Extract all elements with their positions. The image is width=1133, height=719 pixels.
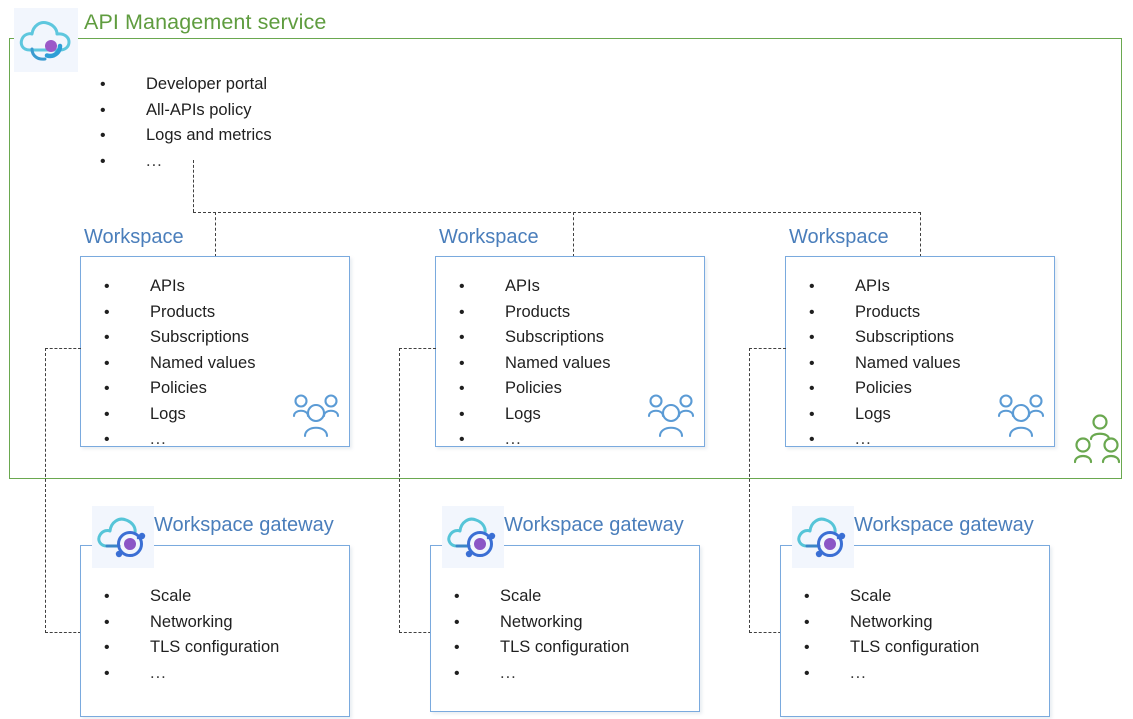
workspace-gateway-3-bullet-list: Scale Networking TLS configuration ... xyxy=(788,584,979,686)
workspace-people-icon xyxy=(996,392,1046,440)
list-item: APIs xyxy=(793,274,960,300)
connector-ws1-left xyxy=(45,348,81,349)
workspace-people-icon xyxy=(646,392,696,440)
workspace-2-title: Workspace xyxy=(439,226,539,248)
connector-ws3-to-gateway xyxy=(749,632,786,633)
workspace-3-bullet-list: APIs Products Subscriptions Named values… xyxy=(793,274,960,453)
workspace-gateway-2-title: Workspace gateway xyxy=(504,514,684,536)
list-item: Developer portal xyxy=(84,72,272,98)
list-item: Networking xyxy=(788,610,979,636)
connector-to-workspace-2 xyxy=(573,212,574,257)
workspace-3-title: Workspace xyxy=(789,226,889,248)
list-item: APIs xyxy=(443,274,610,300)
list-item: ... xyxy=(88,427,255,453)
connector-ws3-down xyxy=(749,348,750,633)
list-item: Policies xyxy=(443,376,610,402)
api-management-cloud-icon xyxy=(14,8,78,72)
workspace-1-bullet-list: APIs Products Subscriptions Named values… xyxy=(88,274,255,453)
list-item: Policies xyxy=(88,376,255,402)
list-item: Subscriptions xyxy=(88,325,255,351)
list-item: ... xyxy=(793,427,960,453)
list-item: Logs xyxy=(88,402,255,428)
list-item: Named values xyxy=(443,351,610,377)
list-item: Subscriptions xyxy=(443,325,610,351)
workspace-gateway-3-title: Workspace gateway xyxy=(854,514,1034,536)
list-item: All-APIs policy xyxy=(84,98,272,124)
list-item: Named values xyxy=(88,351,255,377)
list-item: Logs xyxy=(793,402,960,428)
connector-ws3-left xyxy=(749,348,786,349)
workspace-gateway-2-bullet-list: Scale Networking TLS configuration ... xyxy=(438,584,629,686)
connector-ws2-to-gateway xyxy=(399,632,436,633)
service-bullet-list: Developer portal All-APIs policy Logs an… xyxy=(84,72,272,174)
workspace-gateway-1-title: Workspace gateway xyxy=(154,514,334,536)
list-item: Subscriptions xyxy=(793,325,960,351)
list-item: Products xyxy=(793,300,960,326)
list-item: Products xyxy=(443,300,610,326)
list-item: ... xyxy=(84,149,272,175)
workspace-gateway-cloud-icon xyxy=(792,506,854,568)
workspace-gateway-cloud-icon xyxy=(92,506,154,568)
list-item: Named values xyxy=(793,351,960,377)
list-item: TLS configuration xyxy=(438,635,629,661)
connector-to-workspace-1 xyxy=(215,212,216,257)
workspace-1-title: Workspace xyxy=(84,226,184,248)
list-item: TLS configuration xyxy=(88,635,279,661)
list-item: ... xyxy=(88,661,279,687)
connector-to-workspace-3 xyxy=(920,212,921,257)
connector-ws1-to-gateway xyxy=(45,632,81,633)
workspace-2-bullet-list: APIs Products Subscriptions Named values… xyxy=(443,274,610,453)
list-item: Scale xyxy=(438,584,629,610)
workspace-gateway-cloud-icon xyxy=(442,506,504,568)
list-item: Networking xyxy=(88,610,279,636)
connector-ws2-down xyxy=(399,348,400,633)
list-item: TLS configuration xyxy=(788,635,979,661)
workspace-gateway-1-bullet-list: Scale Networking TLS configuration ... xyxy=(88,584,279,686)
connector-ws1-down xyxy=(45,348,46,633)
list-item: Products xyxy=(88,300,255,326)
list-item: Logs xyxy=(443,402,610,428)
service-title: API Management service xyxy=(84,10,327,34)
connector-ws2-left xyxy=(399,348,436,349)
list-item: ... xyxy=(438,661,629,687)
list-item: Scale xyxy=(788,584,979,610)
list-item: APIs xyxy=(88,274,255,300)
connector-service-bus xyxy=(193,212,921,213)
list-item: Policies xyxy=(793,376,960,402)
list-item: Networking xyxy=(438,610,629,636)
workspace-people-icon xyxy=(291,392,341,440)
list-item: ... xyxy=(443,427,610,453)
list-item: Scale xyxy=(88,584,279,610)
list-item: ... xyxy=(788,661,979,687)
connector-service-drop xyxy=(193,160,194,212)
service-people-icon xyxy=(1074,412,1120,470)
list-item: Logs and metrics xyxy=(84,123,272,149)
